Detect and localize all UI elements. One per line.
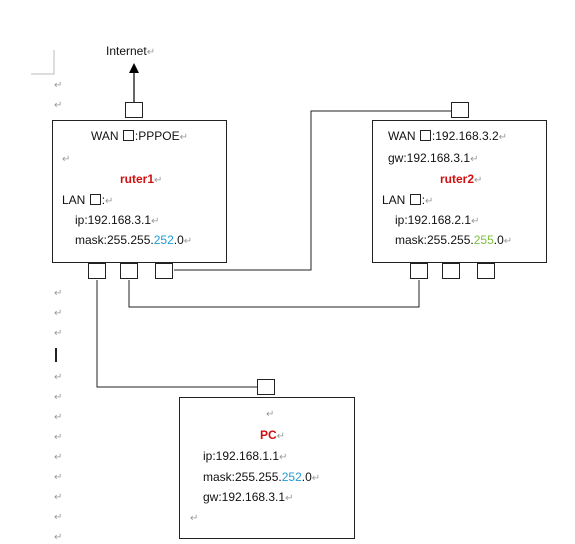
router2-gw: gw:192.168.3.1↵ (388, 151, 479, 165)
router1-lan-port-1 (88, 263, 106, 279)
router1-lan-port-2 (120, 263, 138, 279)
paragraph-mark: ↵ (54, 432, 63, 443)
paragraph-mark: ↵ (54, 532, 63, 543)
router2-lan-port-3 (477, 263, 495, 279)
pc-box (179, 397, 355, 539)
router2-wan-line: WAN :192.168.3.2↵ (388, 129, 508, 143)
router1-lan-line: LAN :↵ (62, 193, 114, 207)
paragraph-mark: ↵ (54, 412, 63, 423)
pc-mask: mask:255.255.252.0↵ (203, 470, 321, 484)
router2-mask: mask:255.255.255.0↵ (395, 233, 513, 247)
paragraph-mark: ↵ (54, 452, 63, 463)
router2-lan-line: LAN :↵ (382, 193, 434, 207)
pc-network-port (257, 379, 275, 395)
router2-ip: ip:192.168.2.1↵ (395, 213, 480, 227)
paragraph-mark: ↵ (54, 392, 63, 403)
router1-wan-line: WAN :PPPOE↵ (91, 129, 188, 143)
router1-box (52, 120, 227, 263)
paragraph-mark: ↵ (54, 472, 63, 483)
router2-wan-port (451, 102, 469, 118)
router2-lan-port-1 (410, 263, 428, 279)
pc-blank-line: ↵ (266, 409, 275, 420)
paragraph-mark: ↵ (54, 288, 63, 299)
router1-mask: mask:255.255.252.0↵ (75, 233, 193, 247)
wire-router1-to-router2-lan (128, 280, 420, 308)
text-cursor (55, 348, 57, 362)
router1-name: ruter1↵ (120, 172, 163, 186)
paragraph-mark: ↵ (54, 80, 63, 91)
port-square-icon (89, 194, 101, 205)
port-square-icon (419, 130, 431, 141)
port-square-icon (122, 130, 134, 141)
internet-label: Internet↵ (106, 44, 156, 58)
port-square-icon (409, 194, 421, 205)
paragraph-mark: ↵ (54, 372, 63, 383)
pc-name: PC↵ (260, 428, 286, 442)
router1-blank-line: ↵ (62, 154, 71, 165)
pc-gw: gw:192.168.3.1↵ (203, 490, 294, 504)
paragraph-mark: ↵ (54, 308, 63, 319)
internet-arrowhead (129, 63, 139, 73)
paragraph-mark: ↵ (54, 512, 63, 523)
paragraph-mark: ↵ (54, 492, 63, 503)
paragraph-mark: ↵ (54, 328, 63, 339)
router2-lan-port-2 (442, 263, 460, 279)
wire-router1-to-router2-wan (174, 110, 451, 271)
router2-name: ruter2↵ (440, 172, 483, 186)
router1-wan-port (125, 102, 143, 118)
router1-lan-port-3 (155, 263, 173, 279)
page-corner-mark (31, 50, 55, 75)
router2-box (372, 120, 547, 263)
pc-ip: ip:192.168.1.1↵ (203, 449, 288, 463)
paragraph-mark: ↵ (54, 100, 63, 111)
pc-trailing-line: ↵ (190, 513, 199, 524)
router1-ip: ip:192.168.3.1↵ (75, 213, 160, 227)
wire-router1-to-pc (96, 280, 257, 388)
